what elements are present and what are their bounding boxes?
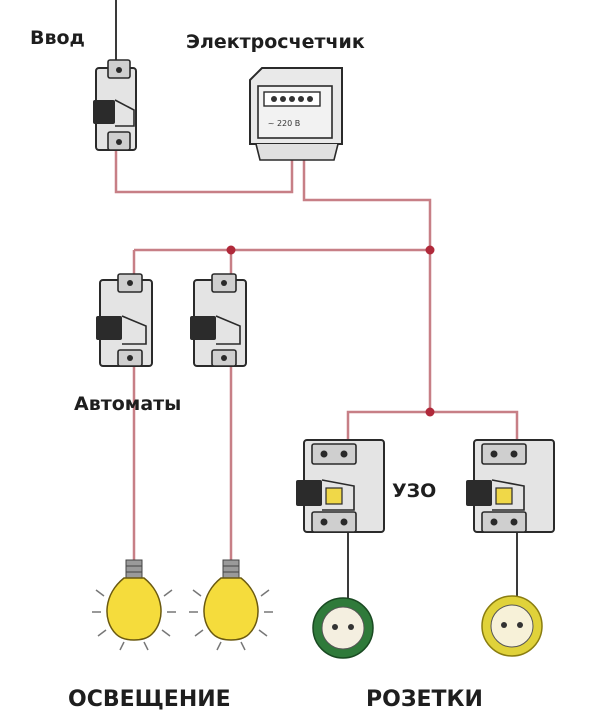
- meter-icon: ~ 220 В: [249, 67, 343, 161]
- meter-label: Электросчетчик: [186, 31, 365, 53]
- input-label: Ввод: [30, 27, 85, 49]
- meter-display-text: ~ 220 В: [268, 119, 301, 128]
- rcd-label: УЗО: [392, 480, 436, 502]
- input-to-meter-wire: [114, 150, 294, 194]
- lighting-label: ОСВЕЩЕНИЕ: [68, 687, 231, 712]
- junction-dot: [226, 245, 236, 255]
- rcd-1-icon: [296, 439, 385, 533]
- sockets-label: РОЗЕТКИ: [366, 687, 483, 712]
- junction-dot: [425, 245, 435, 255]
- junctions: [226, 245, 435, 417]
- breakers-label: Автоматы: [74, 393, 181, 415]
- breaker-1-icon: [96, 273, 153, 367]
- bulb-1-icon: [92, 559, 176, 651]
- breaker-2-icon: [190, 273, 247, 367]
- rcd-2-icon: [466, 439, 555, 533]
- socket-1-icon: [312, 597, 374, 659]
- bulb-2-icon: [189, 559, 273, 651]
- junction-dot: [425, 407, 435, 417]
- meter-out-wire: [302, 160, 432, 412]
- socket-2-icon: [481, 595, 543, 657]
- input-breaker-icon: [93, 59, 137, 151]
